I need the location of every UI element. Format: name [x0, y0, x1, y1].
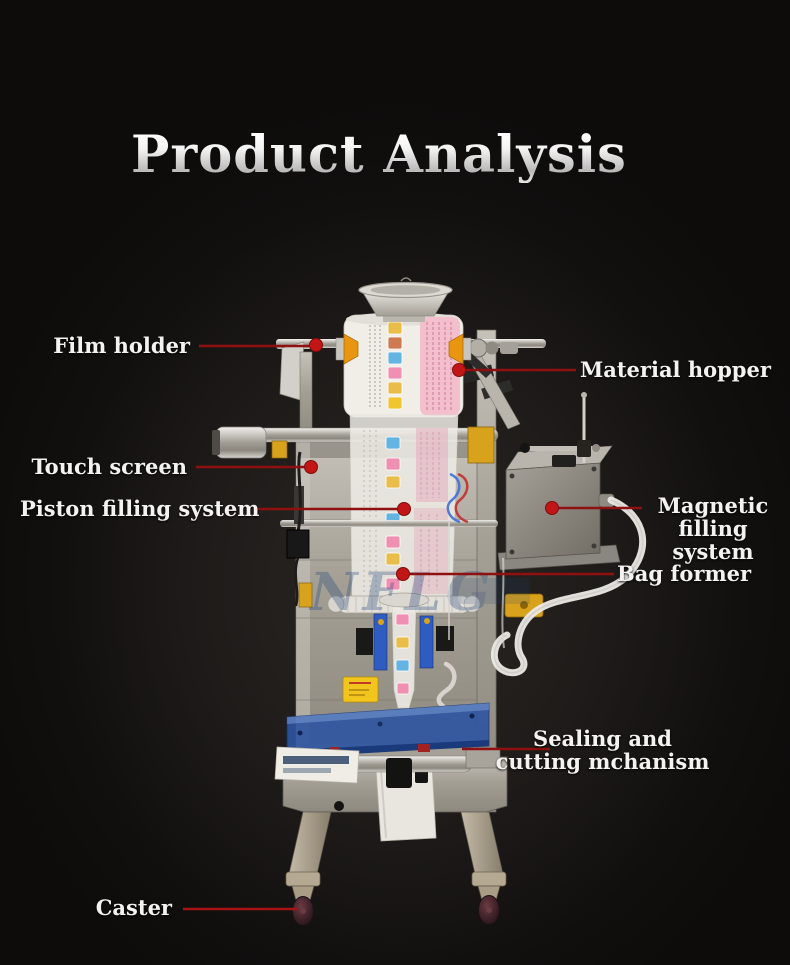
- sealing-bars: [356, 613, 454, 671]
- left-cone-holder: [343, 333, 359, 365]
- leader-material-hopper: [452, 363, 576, 377]
- printed-stickers-film: [385, 436, 401, 591]
- label-sealing-cutting-line1: Sealing and: [533, 726, 672, 751]
- leader-piston-filling-system: [254, 502, 411, 516]
- label-sealing-cutting-mechanism: Sealing and cutting mchanism: [495, 727, 710, 773]
- spiral-wires: [446, 472, 469, 524]
- label-magnetic-filling-system-line2: filling system: [672, 516, 754, 564]
- printed-stickers-roll: [387, 321, 403, 410]
- material-hopper-part: [358, 277, 453, 322]
- page-title: Product Analysis: [131, 125, 627, 185]
- right-cone-holder: [448, 333, 464, 365]
- label-bag-former: Bag former: [617, 561, 752, 586]
- warning-sticker: [342, 676, 379, 703]
- label-touch-screen: Touch screen: [31, 454, 187, 479]
- brand-label-plate: [274, 746, 360, 784]
- film-holder-bracket: [276, 339, 313, 441]
- feed-hose: [490, 496, 647, 677]
- leader-touch-screen: [196, 460, 318, 474]
- left-caster: [291, 885, 315, 926]
- leader-bag-former: [396, 567, 614, 581]
- thin-hoses: [448, 522, 505, 649]
- hanging-film: [349, 414, 459, 601]
- label-film-holder: Film holder: [53, 333, 190, 358]
- right-caster: [477, 885, 501, 925]
- label-material-hopper: Material hopper: [580, 357, 771, 382]
- label-magnetic-filling-system: Magnetic filling system: [638, 494, 788, 563]
- mid-rail: [280, 451, 498, 607]
- label-piston-filling-system: Piston filling system: [20, 496, 260, 521]
- hanging-wrench: [436, 661, 457, 709]
- label-magnetic-filling-system-line1: Magnetic: [657, 493, 769, 518]
- film-roll: [335, 312, 472, 418]
- label-caster: Caster: [95, 895, 172, 920]
- sealing-cutting-mechanism-part: [330, 744, 501, 788]
- leader-magnetic-filling-system: [545, 501, 642, 515]
- stirrer-stand: [520, 392, 600, 463]
- leader-film-holder: [199, 338, 323, 352]
- label-sealing-cutting-line2: cutting mchanism: [495, 749, 710, 774]
- bag-former-tube: [378, 592, 430, 709]
